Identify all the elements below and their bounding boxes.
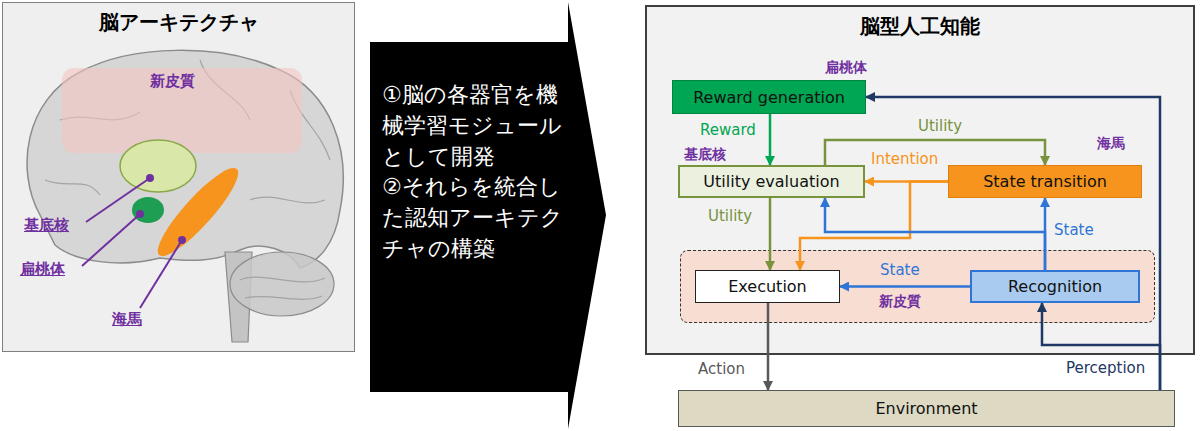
arrow-text-area: ①脳の各器官を機械学習モジュールとして開発②それらを統合した認知アーキテクチャの… [382, 80, 570, 265]
edge-label: Action [698, 360, 745, 378]
edge-label: Utility [708, 207, 752, 225]
box-label: Recognition [1008, 277, 1102, 296]
module-box: Recognition [970, 270, 1140, 303]
edge-label-holder: Perception [1066, 359, 1145, 377]
panel-title: 脳型人工知能 [647, 7, 1193, 40]
panel-title: 脳アーキテクチャ [3, 3, 354, 36]
box-label: State transition [983, 172, 1107, 191]
organ-label-holder: 海馬 [112, 310, 142, 329]
edge-label: Perception [1066, 359, 1145, 377]
organ-label: 海馬 [112, 310, 142, 329]
edge-label: Intention [871, 150, 938, 168]
module-box: 基底核Utility evaluation [678, 165, 865, 198]
step-text: ②それらを統合した認知アーキテクチャの構築 [382, 172, 570, 264]
organ-heading: 扁桃体 [825, 59, 867, 77]
edge-label-holder: Utility [918, 117, 962, 135]
ai-panel: 扁桃体Reward generation基底核Utility evaluatio… [645, 5, 1195, 355]
organ-heading: 海馬 [1097, 135, 1125, 153]
organ-label-holder: 扁桃体 [20, 260, 65, 279]
edge-label-holder: Intention [871, 150, 938, 168]
connector-arrow [840, 285, 970, 288]
edge-label-holder: State [880, 261, 920, 279]
edge-label-holder: Action [698, 360, 745, 378]
edge-label-holder: State [1054, 221, 1094, 239]
organ-label-holder: 基底核 [24, 216, 69, 235]
organ-label: 基底核 [24, 216, 69, 235]
box-label: Execution [728, 277, 807, 296]
edge-label: Reward [700, 121, 756, 139]
edge-label-holder: Utility [708, 207, 752, 225]
organ-heading: 基底核 [684, 146, 726, 164]
hippocampus [149, 160, 247, 265]
module-box: Execution [695, 270, 840, 303]
edge-label: State [1054, 221, 1094, 239]
connector-arrow [767, 303, 770, 390]
module-box: 海馬State transition [948, 165, 1142, 198]
cerebellum [230, 252, 334, 316]
heading-holder: 海馬 [1097, 135, 1125, 153]
organ-label: 扁桃体 [20, 260, 65, 279]
box-label: Environment [875, 399, 977, 418]
process-arrow: ①脳の各器官を機械学習モジュールとして開発②それらを統合した認知アーキテクチャの… [370, 0, 608, 431]
edge-label: State [880, 261, 920, 279]
arrow-fill [370, 2, 606, 429]
connector-arrow [769, 198, 772, 270]
basal-ganglia [120, 140, 196, 192]
heading-holder: 扁桃体 [825, 59, 867, 77]
organ-heading: 新皮質 [879, 293, 921, 311]
organ-label: 新皮質 [150, 72, 195, 91]
organ-label-holder: 新皮質 [150, 72, 195, 91]
environment-box: Environment [678, 390, 1175, 427]
connector-arrow [769, 114, 772, 165]
box-label: Reward generation [693, 88, 845, 107]
step-text: ①脳の各器官を機械学習モジュールとして開発 [382, 80, 570, 172]
neocortex-region [62, 68, 302, 153]
edge-label: Utility [918, 117, 962, 135]
module-box: 扁桃体Reward generation [672, 80, 866, 114]
edge-label-holder: Reward [700, 121, 756, 139]
heading-holder: 新皮質 [879, 293, 921, 311]
cerebrum [27, 50, 343, 268]
box-label: Utility evaluation [703, 172, 839, 191]
amygdala [132, 197, 164, 223]
heading-holder: 基底核 [684, 146, 726, 164]
